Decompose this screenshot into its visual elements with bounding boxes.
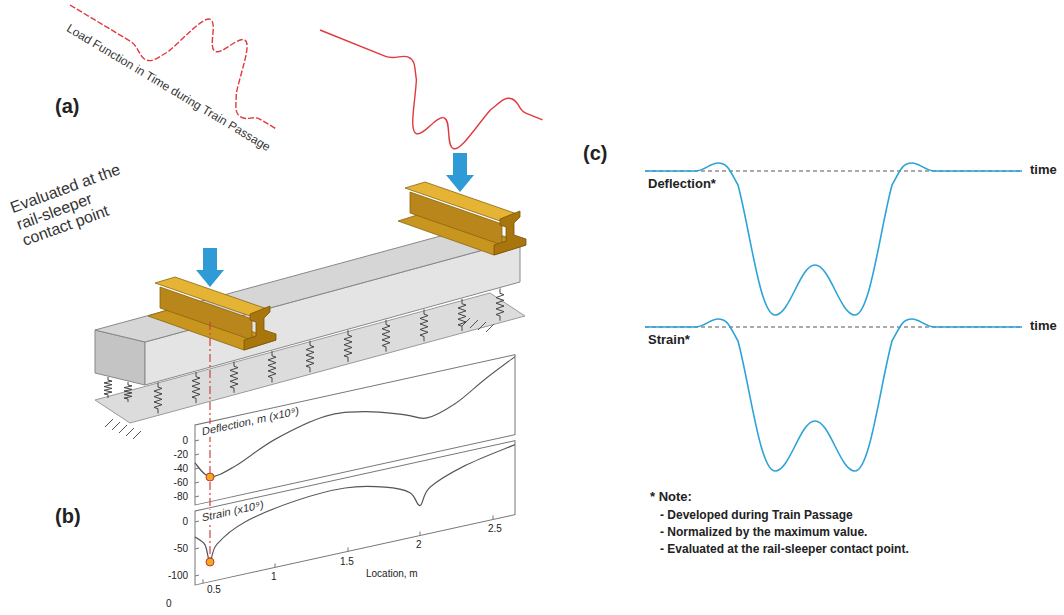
path-shape — [306, 341, 314, 373]
line-shape — [195, 482, 199, 484]
g-shape — [66, 0, 307, 135]
use-shape — [398, 182, 526, 255]
tick-label: -60 — [174, 477, 188, 489]
line-shape — [478, 322, 486, 330]
path-shape — [420, 309, 428, 341]
note-line: - Developed during Train Passage — [660, 509, 853, 523]
tick-label: 0 — [182, 516, 188, 528]
path-shape — [268, 351, 276, 382]
plot-label: Strain* — [648, 333, 690, 348]
tick-label: 0 — [166, 598, 172, 610]
tick-label: 2 — [416, 539, 422, 551]
circle-shape — [206, 473, 214, 481]
line-shape — [419, 532, 420, 536]
line-shape — [347, 547, 348, 551]
rect-shape — [195, 441, 515, 585]
path-shape — [104, 377, 112, 398]
line-shape — [492, 515, 493, 519]
polygon-shape — [95, 228, 520, 342]
line-shape — [195, 548, 199, 550]
tick-label: -50 — [174, 543, 188, 555]
tick-label: 0 — [182, 435, 188, 447]
g-shape — [298, 23, 546, 176]
tick-label: 1 — [271, 571, 277, 583]
note-heading: * Note: — [650, 490, 692, 505]
path-shape — [124, 382, 132, 402]
panel-letter: (c) — [583, 142, 607, 165]
line-shape — [486, 324, 494, 332]
evaluation-point-label: Evaluated at the rail-sleeper contact po… — [8, 154, 153, 250]
line-shape — [112, 422, 120, 430]
path-shape — [195, 445, 515, 565]
path-shape — [458, 299, 466, 331]
tick-label: -40 — [174, 463, 188, 475]
line-shape — [133, 431, 141, 439]
line-shape — [105, 419, 113, 427]
tick-label: -100 — [168, 570, 188, 582]
use-shape — [148, 277, 276, 350]
note-line: - Normalized by the maximum value. — [660, 526, 867, 540]
tick-label: -80 — [174, 491, 188, 503]
path-shape — [446, 153, 474, 192]
load-function-label: Load Function in Time during Train Passa… — [64, 22, 272, 155]
axis-label: time — [1030, 319, 1057, 334]
tick-label: 2.5 — [488, 523, 502, 535]
g-shape — [195, 355, 515, 585]
tick-label: 1.5 — [340, 556, 354, 568]
path-shape — [154, 382, 162, 413]
plot-label: Deflection* — [648, 177, 716, 192]
path-shape — [645, 163, 1022, 315]
line-shape — [470, 320, 478, 328]
polygon-shape — [145, 240, 520, 385]
path-shape — [230, 362, 238, 393]
line-shape — [195, 496, 199, 498]
path-shape — [298, 23, 546, 176]
panel-letter: (b) — [55, 505, 81, 528]
panel-letter: (a) — [55, 95, 79, 118]
line-shape — [119, 425, 127, 433]
path-shape — [66, 0, 307, 135]
tick-label: -20 — [174, 449, 188, 461]
path-shape — [196, 248, 224, 287]
line-shape — [209, 322, 210, 562]
note-line: - Evaluated at the rail-sleeper contact … — [660, 543, 909, 557]
axis-label: time — [1030, 163, 1057, 178]
circle-shape — [206, 558, 214, 566]
path-shape — [192, 372, 200, 403]
path-shape — [195, 357, 515, 481]
line-shape — [195, 521, 199, 523]
line-shape — [126, 428, 134, 436]
axis-title: Location, m — [366, 568, 418, 580]
path-shape — [496, 288, 504, 320]
g-shape — [195, 375, 493, 585]
line-shape — [195, 575, 199, 577]
line-shape — [202, 579, 203, 583]
path-shape — [382, 320, 390, 352]
path-shape — [645, 319, 1022, 471]
line-shape — [195, 440, 199, 442]
tick-label: 0.5 — [207, 584, 221, 596]
line-shape — [274, 563, 275, 567]
line-shape — [195, 454, 199, 456]
path-shape — [344, 330, 352, 362]
